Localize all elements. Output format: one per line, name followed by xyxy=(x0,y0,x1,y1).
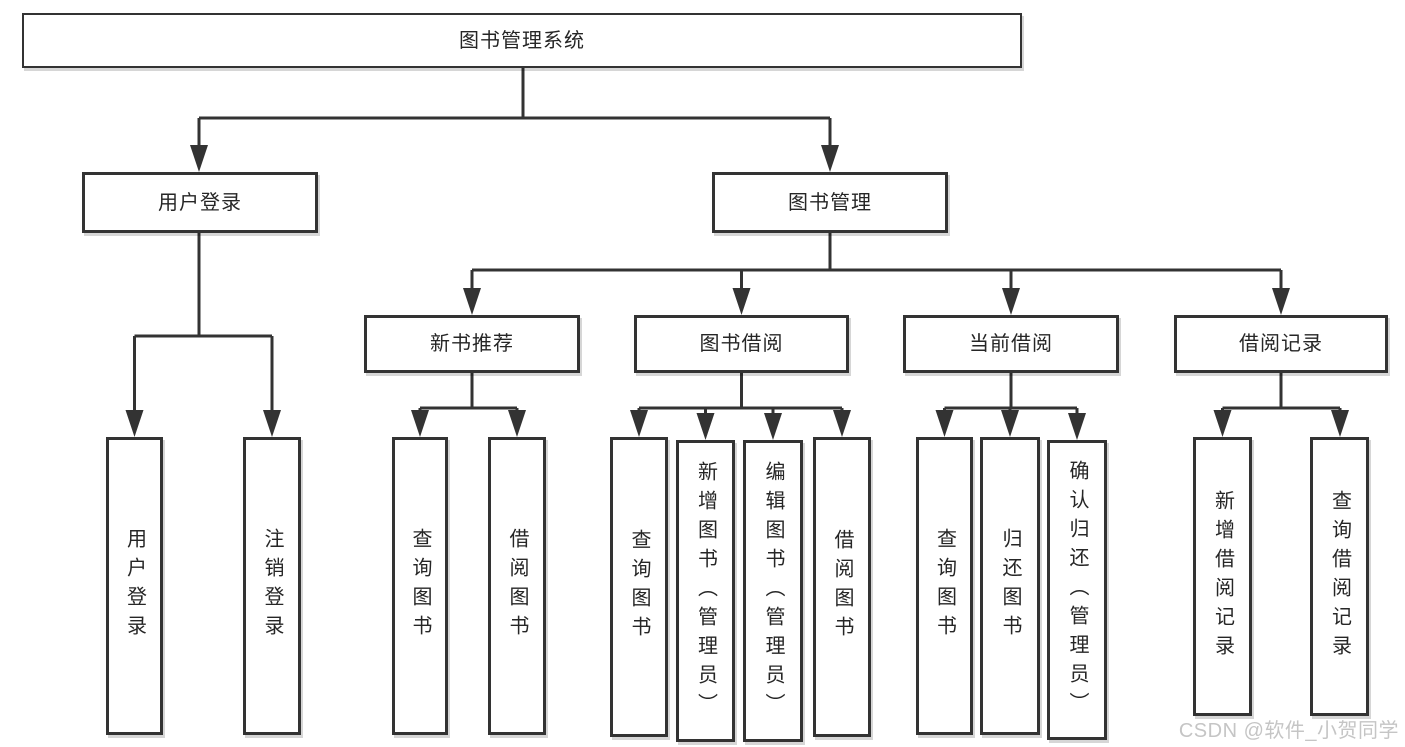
leaf-borrow-books-1: 借阅图书 xyxy=(488,437,546,735)
arrow-down-icon xyxy=(1001,410,1019,437)
leaf-query-books-3: 查询图书 xyxy=(916,437,973,735)
arrow-down-icon xyxy=(732,288,751,315)
arrow-down-icon xyxy=(764,413,782,440)
node-user-login: 用户登录 xyxy=(82,172,318,233)
arrow-down-icon xyxy=(411,410,429,437)
connector-lines xyxy=(133,68,1342,415)
arrow-down-icon xyxy=(1272,288,1290,315)
node-current-borrowing: 当前借阅 xyxy=(903,315,1119,373)
arrow-down-icon xyxy=(1068,413,1086,440)
arrow-down-icon xyxy=(821,145,839,172)
arrow-down-icon xyxy=(1002,288,1020,315)
arrow-down-icon xyxy=(125,410,144,437)
leaf-query-borrow-record: 查询借阅记录 xyxy=(1310,437,1369,716)
arrow-down-icon xyxy=(1331,410,1349,437)
leaf-borrow-books-2: 借阅图书 xyxy=(813,437,871,737)
leaf-logout: 注销登录 xyxy=(243,437,301,735)
arrow-down-icon xyxy=(190,145,208,172)
leaf-confirm-return-admin: 确认归还（管理员） xyxy=(1047,440,1107,740)
arrow-down-icon xyxy=(263,410,281,437)
csdn-watermark: CSDN @软件_小贺同学 xyxy=(1178,720,1399,742)
node-borrowing-records: 借阅记录 xyxy=(1174,315,1388,373)
leaf-add-book-admin: 新增图书（管理员） xyxy=(676,440,735,742)
node-new-book-recommendation: 新书推荐 xyxy=(364,315,580,373)
arrow-down-icon xyxy=(935,410,954,437)
leaf-add-borrow-record: 新增借阅记录 xyxy=(1193,437,1252,716)
leaf-query-books-2: 查询图书 xyxy=(610,437,668,737)
arrow-down-icon xyxy=(1213,410,1232,437)
node-book-management: 图书管理 xyxy=(712,172,948,233)
arrow-down-icon xyxy=(463,288,481,315)
arrow-down-icon xyxy=(833,410,851,437)
leaf-query-books-1: 查询图书 xyxy=(392,437,448,735)
node-library-management-system: 图书管理系统 xyxy=(22,13,1022,68)
leaf-edit-book-admin: 编辑图书（管理员） xyxy=(743,440,803,742)
arrow-down-icon xyxy=(696,413,715,440)
leaf-user-login: 用户登录 xyxy=(106,437,163,735)
arrow-down-icon xyxy=(508,410,526,437)
leaf-return-books: 归还图书 xyxy=(980,437,1040,735)
arrowhead-icons xyxy=(125,145,1349,440)
node-book-borrowing: 图书借阅 xyxy=(634,315,849,373)
arrow-down-icon xyxy=(630,410,648,437)
